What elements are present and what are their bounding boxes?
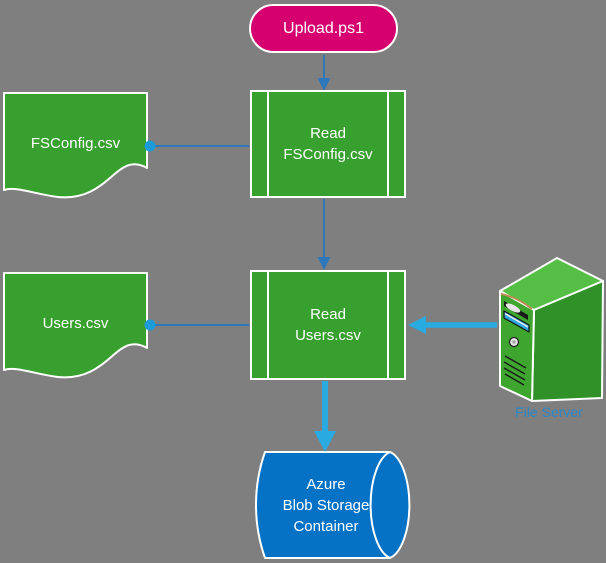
node-fsconfig-doc-label: FSConfig.csv [4, 130, 147, 156]
node-blob-label: Azure Blob Storage Container [256, 474, 396, 537]
node-read-users-label: Read Users.csv [295, 306, 361, 344]
connector-readusers-to-usersdoc[interactable] [144, 319, 250, 331]
arrowhead-left-icon [408, 316, 426, 334]
node-start-label: Upload.ps1 [283, 19, 364, 37]
server-power-button-center [512, 340, 516, 344]
storage-cylinder-shape[interactable] [255, 451, 411, 559]
fsconfig-doc-text: FSConfig.csv [30, 134, 121, 152]
predefined-process-right-bar [387, 272, 389, 378]
file-server-icon[interactable] [499, 257, 604, 402]
predefined-process-right-bar [387, 92, 389, 196]
arrowhead-down-icon [317, 78, 331, 91]
cylinder-inner-rim [369, 451, 391, 559]
blob-text: Azure Blob Storage Container [282, 476, 370, 535]
server-vent-lines [503, 355, 527, 386]
node-read-fsconfig[interactable]: Read FSConfig.csv [250, 90, 406, 198]
connector-start-to-readfsconfig[interactable] [317, 55, 331, 91]
document-shape-fsconfig[interactable] [3, 92, 148, 199]
predefined-process-left-bar [267, 92, 269, 196]
node-start-terminator[interactable]: Upload.ps1 [249, 4, 398, 53]
predefined-process-left-bar [267, 272, 269, 378]
cylinder-body [255, 451, 411, 559]
document-shape-users[interactable] [3, 272, 148, 379]
server-top-edge-trim [500, 293, 533, 310]
file-server-text: File Server [515, 404, 583, 420]
server-drive-bay-1-highlight [505, 303, 521, 313]
users-doc-text: Users.csv [42, 314, 109, 332]
node-read-users[interactable]: Read Users.csv [250, 270, 406, 380]
circle-terminator-icon [144, 319, 156, 331]
connector-readfsconfig-to-readusers[interactable] [317, 199, 331, 270]
arrowhead-down-icon [314, 431, 336, 452]
file-server-caption: File Server [492, 403, 606, 421]
connector-readfsconfig-to-fsconfigdoc[interactable] [144, 140, 250, 152]
server-drive-bay-2-highlight [504, 312, 529, 328]
connector-readusers-to-blob[interactable] [314, 381, 336, 452]
arrowhead-down-icon [317, 257, 331, 270]
node-read-fsconfig-label: Read FSConfig.csv [283, 125, 373, 163]
circle-terminator-icon [144, 140, 156, 152]
connector-fileserver-to-readusers[interactable] [408, 316, 497, 334]
node-users-doc-label: Users.csv [4, 310, 147, 336]
